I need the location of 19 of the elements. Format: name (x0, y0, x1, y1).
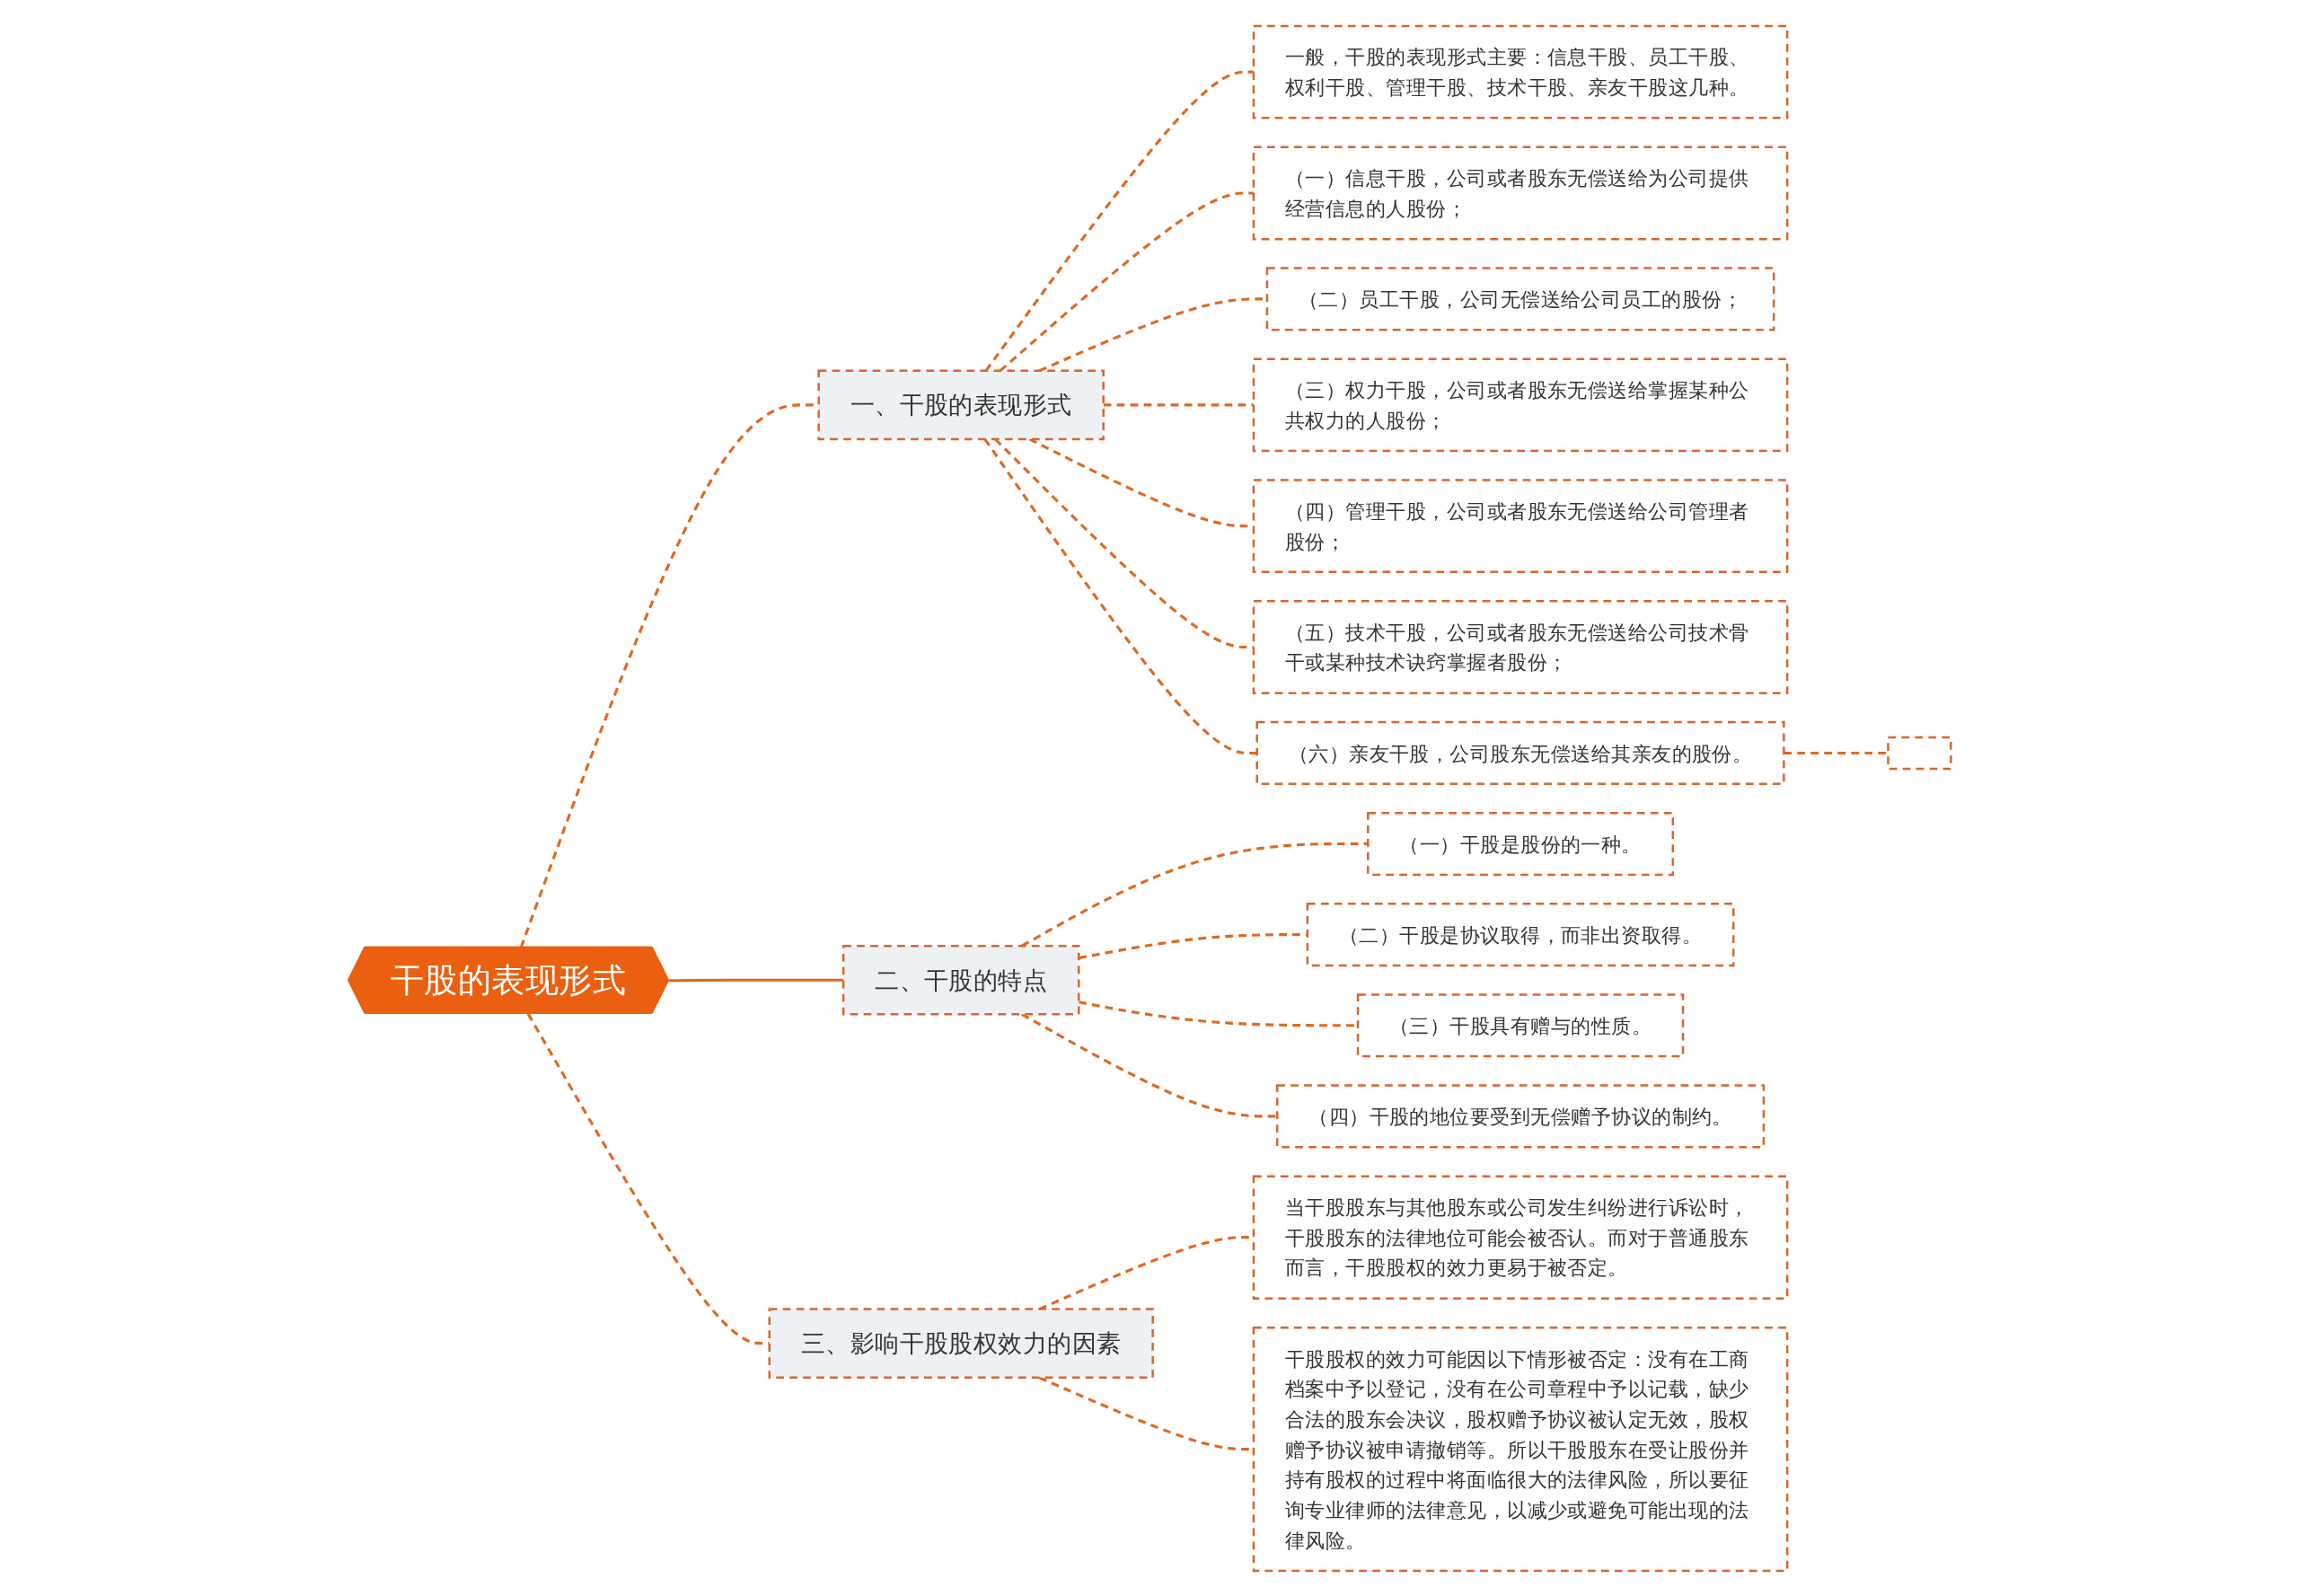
node-box: （二）干股是协议取得，而非出资取得。 (1306, 902, 1735, 966)
node-box: （二）员工干股，公司无偿送给公司员工的股份； (1265, 266, 1775, 331)
connector (1784, 751, 1889, 754)
node-box: （三）干股具有赠与的性质。 (1356, 992, 1685, 1057)
node-box: 二、干股的特点 (841, 944, 1080, 1016)
node-box: （一）干股是股份的一种。 (1367, 811, 1675, 876)
node-box: （四）管理干股，公司或者股东无偿送给公司管理者股份； (1252, 478, 1789, 573)
node-box: （四）干股的地位要受到无偿赠予协议的制约。 (1275, 1083, 1766, 1148)
node-box: 一、干股的表现形式 (817, 369, 1105, 440)
node-box: 干股股权的效力可能因以下情形被否定：没有在工商档案中予以登记，没有在公司章程中予以记载，缺少合法的股东会决议，股权赠予协议被认定无效，股权赠予协议被申请撤销等。所以干股股东在受让股份并持有股权的过程中将面临很大的法律风险，所以要征询专业律师的法律意见，以减少或避免可能出现的法律风险。 (1252, 1326, 1789, 1572)
node-box: （五）技术干股，公司或者股东无偿送给公司技术骨干或某种技术诀窍掌握者股份； (1252, 599, 1789, 694)
node-box: （六）亲友干股，公司股东无偿送给其亲友的股份。 (1255, 720, 1785, 785)
node-box: （一）信息干股，公司或者股东无偿送给为公司提供经营信息的人股份； (1252, 145, 1789, 240)
node-box: 当干股股东与其他股东或公司发生纠纷进行诉讼时，干股股东的法律地位可能会被否认。而对于普通股东而言，干股股权的效力更易于被否定。 (1252, 1174, 1789, 1300)
node-box (1887, 736, 1952, 770)
connector (669, 978, 844, 982)
node-box: 三、影响干股股权效力的因素 (768, 1307, 1154, 1379)
node-box: 一般，干股的表现形式主要：信息干股、员工干股、权利干股、管理干股、技术干股、亲友干股这几种。 (1252, 24, 1789, 119)
node-box: （三）权力干股，公司或者股东无偿送给掌握某种公共权力的人股份； (1252, 357, 1789, 452)
